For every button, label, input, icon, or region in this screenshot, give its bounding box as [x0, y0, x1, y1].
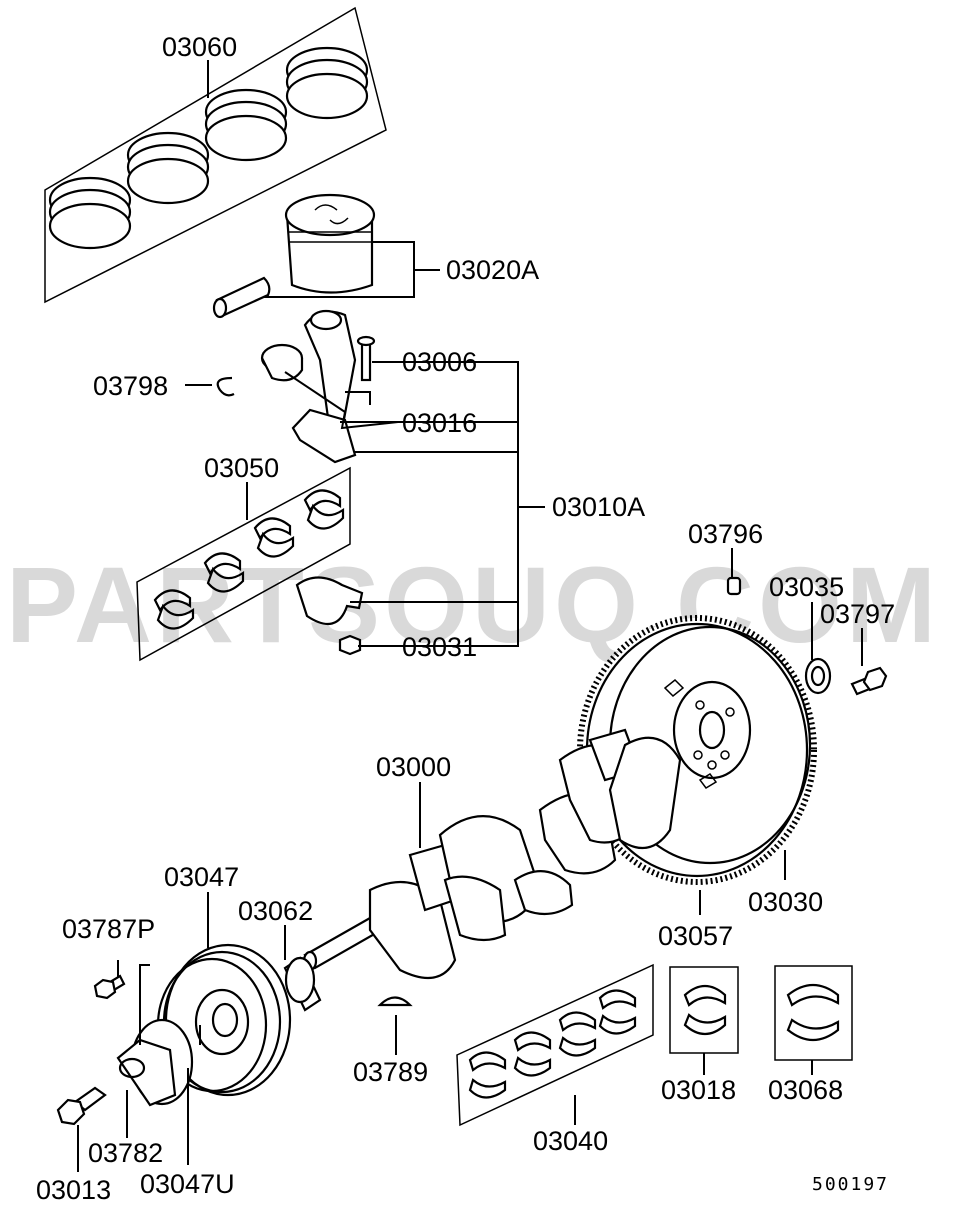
- label-03031[interactable]: 03031: [402, 632, 477, 662]
- label-03047[interactable]: 03047: [164, 862, 239, 892]
- label-03020A[interactable]: 03020A: [446, 255, 539, 285]
- conrod-bearing-set: [136, 466, 351, 662]
- pulley-spacer: [283, 956, 322, 1012]
- woodruff-key: [377, 996, 413, 1007]
- bearing-box-03018: [669, 966, 739, 1054]
- small-bolt: [93, 974, 126, 1000]
- crank-pulley: [156, 943, 292, 1097]
- label-03013[interactable]: 03013: [36, 1175, 111, 1205]
- flywheel-bolt: [850, 666, 888, 696]
- label-03030[interactable]: 03030: [748, 887, 823, 917]
- piston-assembly: [212, 193, 376, 319]
- label-03047U[interactable]: 03047U: [140, 1169, 235, 1199]
- label-03000[interactable]: 03000: [376, 752, 451, 782]
- main-bearing-set: [456, 963, 654, 1127]
- piston-ring-set: [44, 6, 387, 304]
- label-03787P[interactable]: 03787P: [62, 914, 155, 944]
- label-03060[interactable]: 03060: [162, 32, 237, 62]
- label-03796[interactable]: 03796: [688, 519, 763, 549]
- conrod-cap: [295, 576, 364, 656]
- label-03050[interactable]: 03050: [204, 453, 279, 483]
- crankshaft: [302, 728, 682, 980]
- label-03068[interactable]: 03068: [768, 1075, 843, 1105]
- label-03035[interactable]: 03035: [769, 572, 844, 602]
- connecting-rod: [260, 309, 376, 464]
- label-03010A[interactable]: 03010A: [552, 492, 645, 522]
- crank-sprocket: [116, 1018, 194, 1107]
- label-03057[interactable]: 03057: [658, 921, 733, 951]
- label-03798[interactable]: 03798: [93, 371, 168, 401]
- label-03006[interactable]: 03006: [402, 347, 477, 377]
- label-03062[interactable]: 03062: [238, 896, 313, 926]
- label-03789[interactable]: 03789: [353, 1057, 428, 1087]
- label-03016[interactable]: 03016: [402, 408, 477, 438]
- pilot-bearing: [804, 657, 832, 695]
- label-03018[interactable]: 03018: [661, 1075, 736, 1105]
- dowel-pin: [726, 576, 742, 596]
- crank-bolt: [56, 1086, 107, 1126]
- diagram-code: 500197: [812, 1174, 889, 1195]
- leader-lines: [77, 60, 863, 1172]
- label-03797[interactable]: 03797: [820, 599, 895, 629]
- watermark-text: PARTSOUQ.COM: [6, 544, 940, 665]
- label-03040[interactable]: 03040: [533, 1126, 608, 1156]
- clip-03798: [216, 376, 235, 397]
- bearing-box-03068: [774, 965, 853, 1061]
- label-03782[interactable]: 03782: [88, 1138, 163, 1168]
